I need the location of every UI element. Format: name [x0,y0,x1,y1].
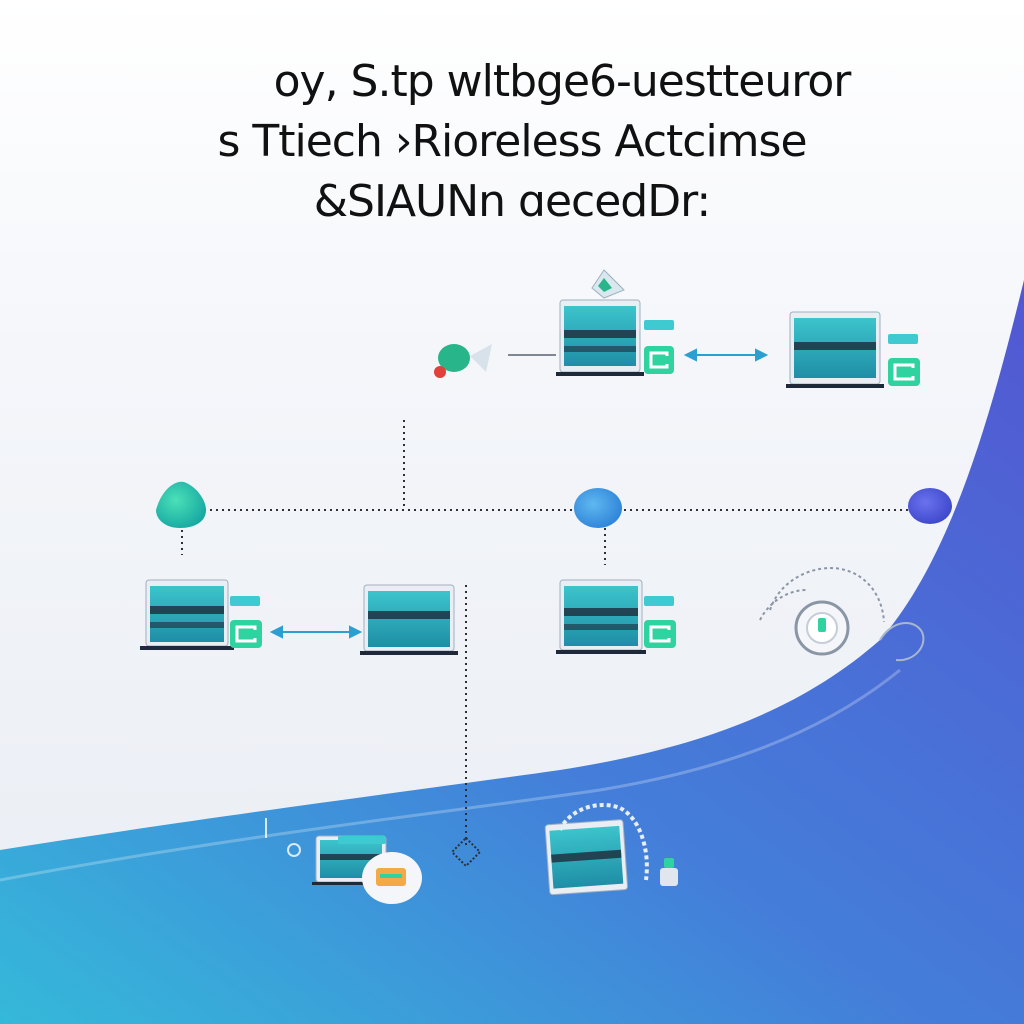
robot-icon [362,852,678,904]
server-monitor-icon[interactable] [544,819,628,896]
wave-background [0,280,1024,1024]
status-panel [230,320,918,844]
server-monitor-icon[interactable] [556,579,646,654]
node-dot-icon[interactable] [156,481,206,528]
gear-ring-icon [879,622,925,662]
arrow-icon [683,348,697,362]
power-knob-icon[interactable] [794,600,850,656]
title-line-1: oy, S.tp wltbge6-uestteuror [273,56,852,107]
wave-highlight [0,668,901,882]
badge-c-icon [888,358,920,386]
arrow-icon [755,348,769,362]
server-monitor-icon[interactable] [360,584,458,655]
diamond-connector-icon [591,269,625,299]
diamond-connector-icon [450,836,482,868]
gear-ring-icon [759,566,885,623]
badge-c-icon [230,620,262,648]
arrows [269,348,769,639]
node-dot-icon[interactable] [908,488,952,524]
connector-lines [180,420,930,845]
node-dot-icon[interactable] [574,488,622,528]
server-monitor-icon[interactable] [140,579,234,650]
server-monitor-icon[interactable] [556,299,644,376]
gear-ring-icon [558,803,649,881]
diagram-title: oy, S.tp wltbge6-uestteuror s Ttiech ›Ri… [0,52,1024,232]
arrow-icon [269,625,283,639]
chat-bubble-icon [434,344,492,378]
title-line-3: &SIAUNn ɑecedDr: [313,176,712,227]
arrow-icon [349,625,363,639]
title-line-2: s Ttiech ›Rioreless Actcimse [217,116,807,167]
badge-c-icon [644,346,674,374]
circle-icon [265,818,301,857]
badge-c-icon [644,620,676,648]
server-monitor-icon[interactable] [786,311,884,388]
